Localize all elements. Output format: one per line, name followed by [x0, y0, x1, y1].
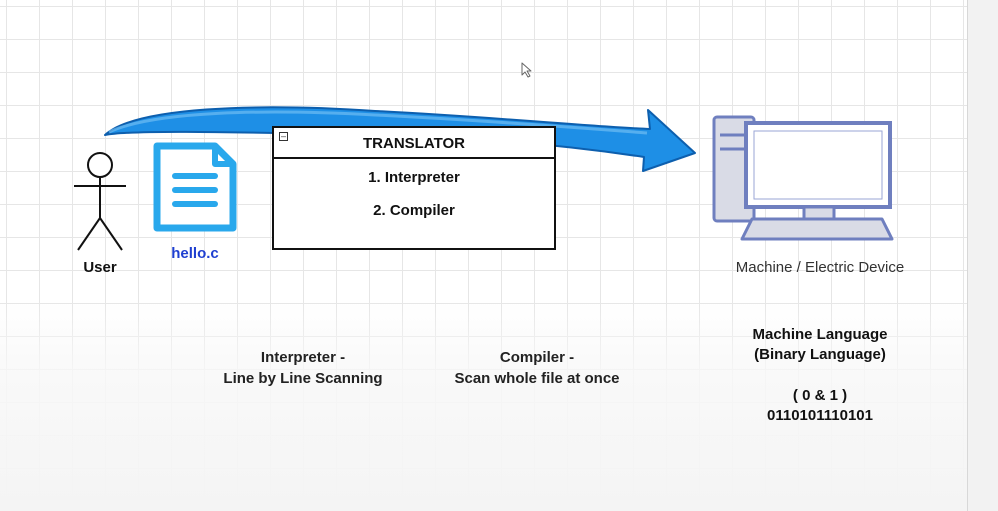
translator-header: – TRANSLATOR	[274, 128, 554, 159]
translator-item-compiler: 2. Compiler	[373, 202, 455, 219]
document-icon	[153, 142, 237, 232]
binary-digits: ( 0 & 1 )	[792, 387, 848, 404]
machine-language-subtitle: (Binary Language)	[754, 346, 886, 363]
machine-language-title: Machine Language	[752, 326, 888, 343]
bottom-fade	[0, 300, 998, 511]
interpreter-note: Interpreter - Line by Line Scanning	[193, 347, 413, 389]
interpreter-note-desc: Line by Line Scanning	[223, 370, 383, 387]
file-label: hello.c	[171, 245, 219, 262]
collapse-box-icon[interactable]: –	[279, 131, 288, 141]
translator-box[interactable]: – TRANSLATOR 1. Interpreter 2. Compiler	[272, 126, 556, 250]
desktop-computer-icon	[712, 115, 894, 241]
compiler-note-desc: Scan whole file at once	[454, 370, 620, 387]
user-stick-figure-icon	[74, 152, 126, 251]
translator-title: TRANSLATOR	[363, 135, 465, 152]
compiler-note-title: Compiler -	[499, 349, 575, 366]
scroll-strip	[967, 0, 998, 511]
compiler-note: Compiler - Scan whole file at once	[427, 347, 647, 389]
mouse-pointer-icon	[521, 62, 532, 78]
binary-example: 0110101110101	[767, 407, 873, 424]
user-label: User	[83, 259, 117, 276]
machine-label: Machine / Electric Device	[735, 259, 905, 276]
interpreter-note-title: Interpreter -	[260, 349, 346, 366]
translator-item-interpreter: 1. Interpreter	[368, 169, 460, 186]
